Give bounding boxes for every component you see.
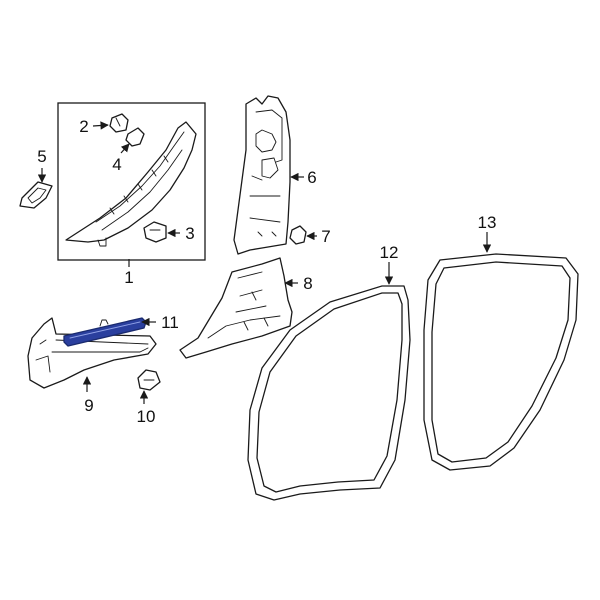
callout-7: 7 [321,227,330,246]
leader-4 [120,143,130,154]
callout-2: 2 [79,117,88,136]
callout-1: 1 [124,268,133,287]
part-1-a-pillar-trim[interactable] [65,121,197,247]
callout-11: 11 [161,313,179,332]
leader-2 [92,121,109,130]
callout-8: 8 [303,274,312,293]
callout-13: 13 [478,213,497,232]
part-4-retainer[interactable] [125,127,145,147]
callout-10: 10 [137,407,156,426]
callout-9: 9 [84,396,93,415]
callout-3: 3 [185,224,194,243]
part-8-b-pillar-lower-trim[interactable] [179,257,293,359]
leader-lines [37,121,492,404]
part-10-clip[interactable] [137,369,161,391]
part-5-bracket[interactable] [19,181,53,209]
callout-6: 6 [307,168,316,187]
callout-12: 12 [380,243,399,262]
part-1-group-box [57,102,206,261]
part-12-door-seal-front[interactable] [247,285,411,501]
callout-4: 4 [112,155,121,174]
part-13-door-seal-rear[interactable] [423,253,579,471]
part-7-clip[interactable] [289,225,307,245]
part-9-sill-trim[interactable] [27,317,157,389]
part-6-b-pillar-upper-trim[interactable] [233,95,291,255]
part-3-clip[interactable] [143,221,167,243]
part-2-clip[interactable] [109,113,129,133]
callout-labels: 1 2 3 4 5 6 7 8 9 10 11 12 13 [37,117,496,426]
callout-5: 5 [37,147,46,166]
